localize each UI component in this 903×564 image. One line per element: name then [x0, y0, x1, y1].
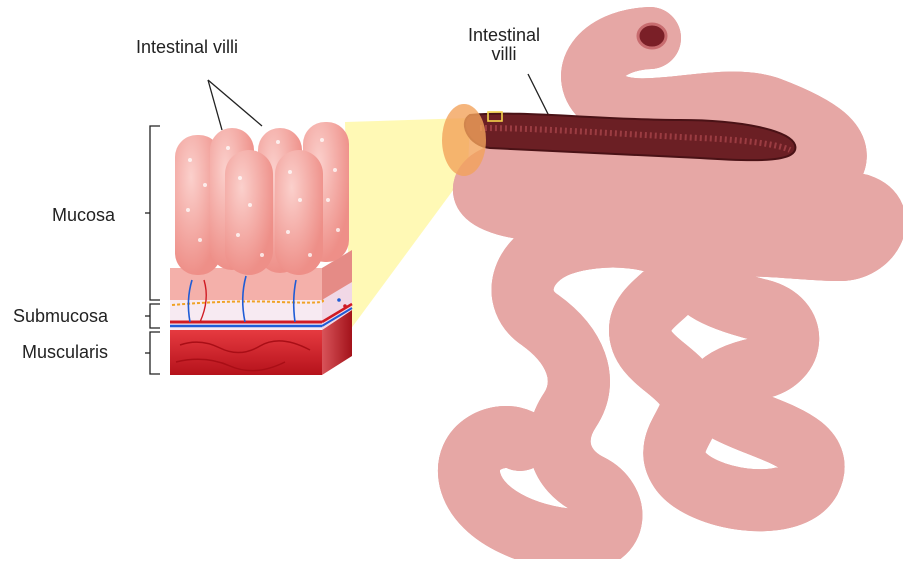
label-mucosa: Mucosa	[52, 206, 115, 225]
label-intestinal-villi-right-line1: Intestinal	[468, 26, 540, 45]
villi-group	[175, 122, 349, 275]
label-muscularis: Muscularis	[22, 343, 108, 362]
label-intestinal-villi-right: Intestinal villi	[468, 26, 540, 64]
small-intestine	[442, 24, 875, 540]
label-intestinal-villi-right-line2: villi	[468, 45, 540, 64]
label-submucosa: Submucosa	[13, 307, 108, 326]
label-intestinal-villi-left: Intestinal villi	[136, 38, 238, 57]
